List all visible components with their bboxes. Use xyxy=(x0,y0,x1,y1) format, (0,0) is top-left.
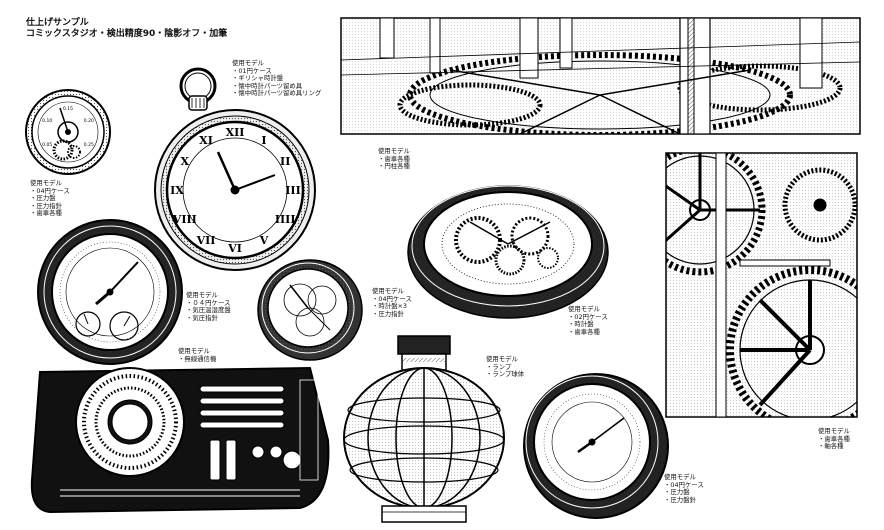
clock-numeral: VI xyxy=(227,242,242,255)
caption-radio: 使用モデル ・無線通信機 xyxy=(178,347,217,363)
header-title: 仕上げサンプル xyxy=(26,18,89,28)
gauge-scale-label: 0.05 xyxy=(42,142,52,148)
caption-lamp: 使用モデル ・ランプ ・ランプ球体 xyxy=(486,355,525,379)
clock-numeral: VII xyxy=(196,234,216,247)
radio-transceiver xyxy=(30,366,330,514)
clock-numeral: X xyxy=(181,155,190,168)
gauge-scale-label: 0.10 xyxy=(42,118,52,124)
caption-tri-dial: 使用モデル ・04円ケース ・時計盤×3 ・圧力指針 xyxy=(372,287,412,318)
caption-gears-top: 使用モデル ・歯車各種 ・円柱各種 xyxy=(378,147,410,171)
clock-numeral: XII xyxy=(226,126,245,139)
gauge-small: 0.05 0.10 0.15 0.20 0.25 xyxy=(25,89,111,175)
caption-gauge-small: 使用モデル ・04円ケース ・圧力盤 ・圧力指針 ・歯車各種 xyxy=(30,179,70,218)
clock-numeral: II xyxy=(280,155,290,168)
gauge-small-labels: 0.05 0.10 0.15 0.20 0.25 xyxy=(42,106,94,148)
clock-numeral: VIII xyxy=(172,213,197,226)
gears-panel-top xyxy=(340,17,861,135)
barometer-gauge xyxy=(37,219,183,365)
caption-barometer: 使用モデル ・０４円ケース ・気圧温湿度盤 ・気圧指針 xyxy=(186,291,231,322)
caption-gauge-bottom: 使用モデル ・04円ケース ・圧力盤 ・圧力盤針 xyxy=(664,473,704,504)
skeleton-watch xyxy=(407,185,609,319)
clock-numeral: IIII xyxy=(275,213,296,226)
page-header: 仕上げサンプル コミックスタジオ・検出精度90・陰影オフ・加筆 xyxy=(26,18,227,40)
caption-skeleton: 使用モデル ・02円ケース ・時計盤 ・歯車各種 xyxy=(568,305,608,336)
clock-numeral: XI xyxy=(199,134,213,147)
caption-gears-right: 使用モデル ・歯車各種 ・軸各種 xyxy=(818,427,850,451)
gauge-scale-label: 0.15 xyxy=(63,106,73,112)
header-subtitle: コミックスタジオ・検出精度90・陰影オフ・加筆 xyxy=(26,29,228,39)
gauge-scale-label: 0.25 xyxy=(84,142,94,148)
caption-pocketwatch: 使用モデル ・01円ケース ・ギリシャ時計盤 ・懐中時計パーツ留め具 ・懐中時計… xyxy=(232,59,322,98)
clock-numeral: V xyxy=(259,234,269,247)
gears-panel-right xyxy=(665,152,858,418)
clock-numeral: III xyxy=(285,184,300,197)
clock-numeral: IX xyxy=(170,184,184,197)
lamp xyxy=(343,335,505,523)
clock-numeral: I xyxy=(261,134,266,147)
gauge-bottom xyxy=(523,373,669,519)
gauge-scale-label: 0.20 xyxy=(84,118,94,124)
tri-dial-gauge xyxy=(257,259,363,361)
